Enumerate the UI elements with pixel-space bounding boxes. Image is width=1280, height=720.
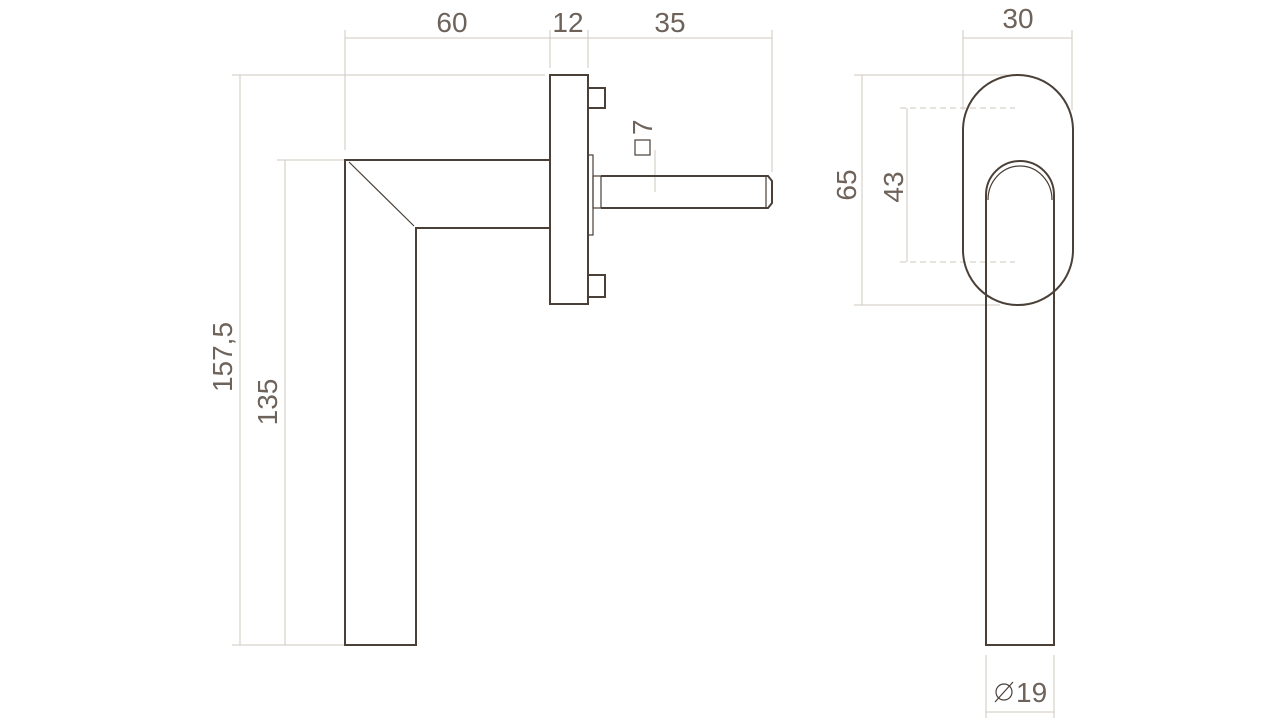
dimension-60: 60	[436, 7, 467, 38]
dimension-diameter-19: 19	[1016, 677, 1047, 708]
dimension-65: 65	[831, 169, 862, 200]
handle-side-view	[344, 74, 773, 646]
rose-plate	[549, 74, 589, 305]
spindle-collar	[592, 175, 602, 209]
spindle	[601, 175, 773, 209]
handle-lever-outline	[344, 159, 551, 646]
dimension-square-7: 7	[627, 119, 658, 135]
screw-top	[587, 87, 606, 109]
front-lever-outline	[985, 160, 1055, 646]
diameter-symbol-icon	[994, 681, 1014, 703]
dimension-lines	[232, 30, 1073, 718]
dimension-30: 30	[1002, 3, 1033, 34]
dimension-135: 135	[252, 379, 283, 426]
dimension-157-5: 157,5	[207, 322, 238, 392]
square-symbol-icon	[634, 139, 651, 156]
dimension-35: 35	[654, 7, 685, 38]
front-lever-inner-edge	[987, 165, 1053, 201]
dimension-12: 12	[552, 7, 583, 38]
rose-oval	[962, 74, 1074, 306]
handle-front-view	[962, 74, 1074, 646]
handle-miter-line	[348, 161, 415, 227]
dimension-43: 43	[878, 171, 909, 202]
screw-bottom	[587, 274, 606, 298]
